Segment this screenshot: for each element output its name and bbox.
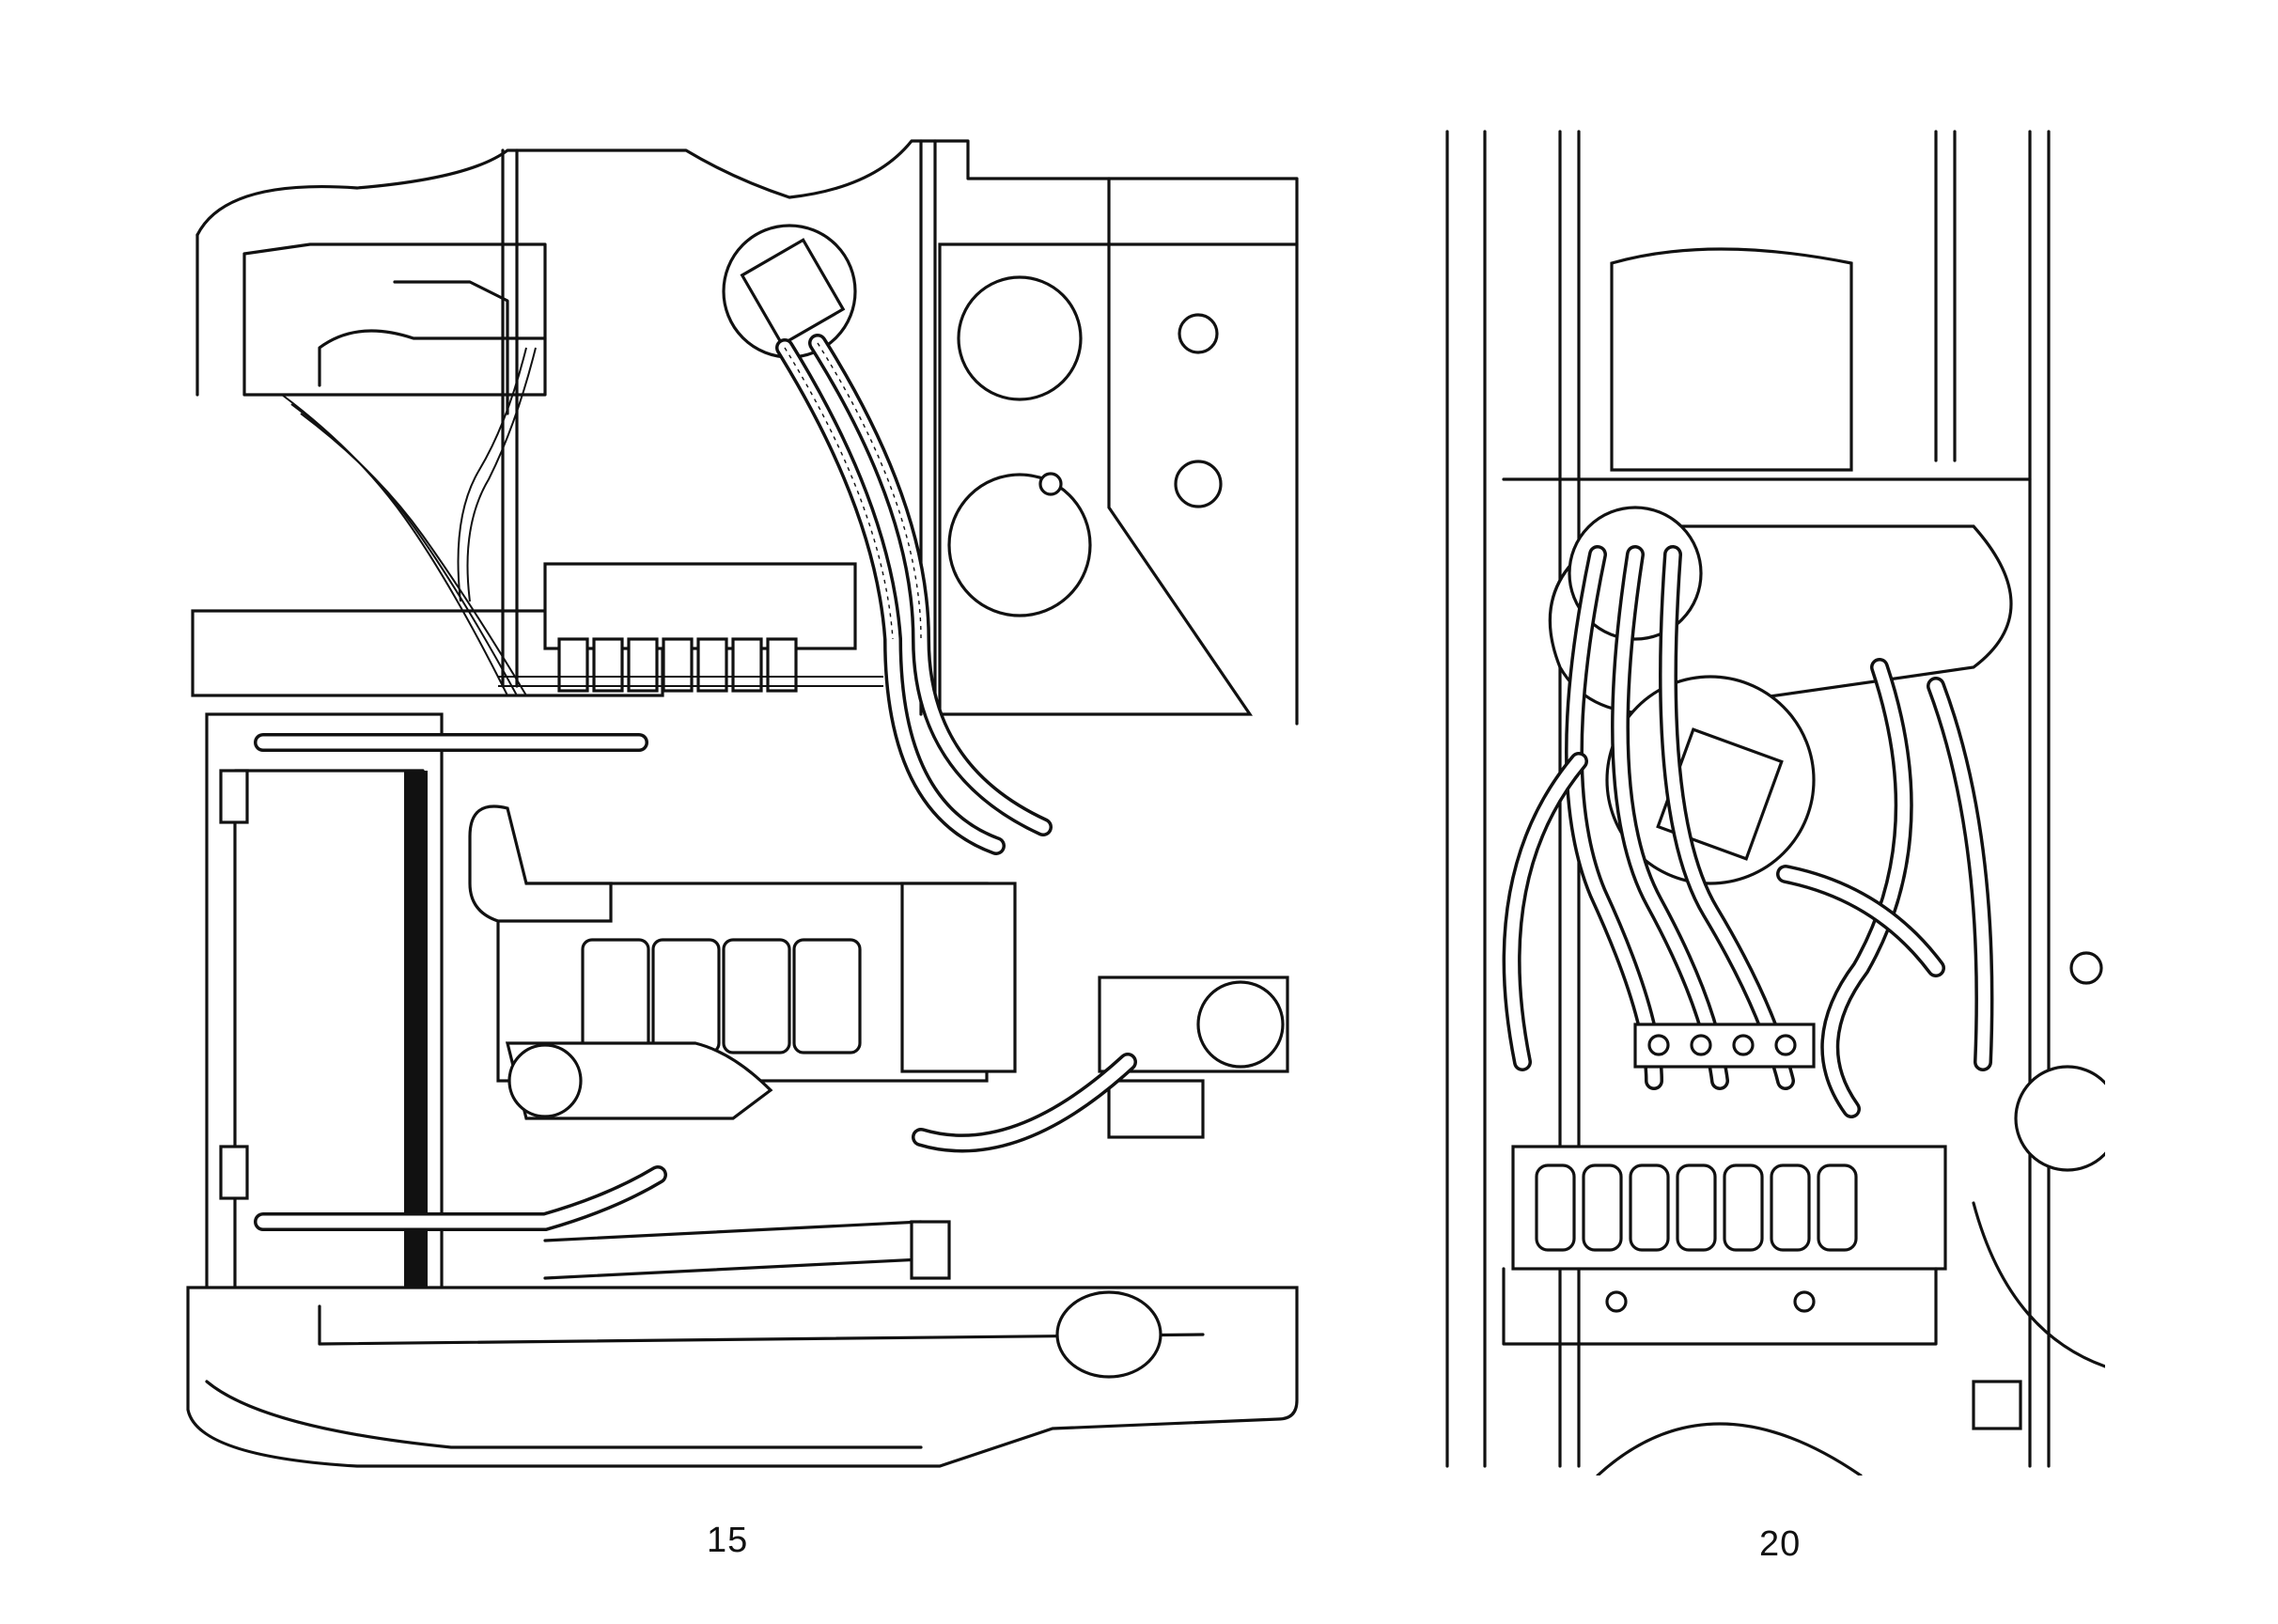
lower-bracket <box>910 1220 951 1280</box>
housing-hole-small-left <box>1038 472 1063 496</box>
alternator <box>507 1043 583 1118</box>
frame-post-left <box>501 148 519 688</box>
wiring-harness <box>281 347 883 696</box>
bottom-right-block <box>1972 1380 2022 1430</box>
cab-inner-panel <box>318 280 547 415</box>
valve-bank-base <box>1502 1267 1938 1346</box>
chassis-bottom-plate <box>186 1286 1299 1468</box>
figure-20-top-view <box>1410 122 2105 1476</box>
radiator-mount-upper <box>219 769 249 824</box>
housing-hole-large-upper <box>957 275 1083 401</box>
pump-flange <box>1196 980 1285 1069</box>
top-view-drawing <box>1445 130 2105 1476</box>
side-hole-large <box>2014 1065 2105 1172</box>
bottom-arch <box>1596 1422 1863 1476</box>
lower-cross-member <box>543 1220 923 1280</box>
top-swivel-fitting <box>740 238 846 347</box>
right-side-housing-top <box>1107 177 1299 246</box>
housing-hole-small-upper <box>1178 313 1219 354</box>
figure-15-engine-side-view <box>169 113 1334 1522</box>
right-cable <box>1972 1201 2105 1368</box>
housing-hole-large-lower <box>947 473 1092 617</box>
chassis-access-hole <box>1055 1290 1162 1379</box>
upper-cab-outline <box>195 139 1299 726</box>
intake-elbow <box>468 804 613 923</box>
side-hole-small <box>2069 951 2103 985</box>
chassis-inner-line <box>205 1304 1205 1449</box>
radiator-mount-lower <box>219 1145 249 1200</box>
engine-side-drawing <box>186 139 1299 1468</box>
figure-number-20: 20 <box>1759 1524 1802 1564</box>
valve-bank-spools <box>1535 1163 1858 1252</box>
valve-block <box>543 562 857 650</box>
pump-valve <box>1107 1079 1205 1139</box>
valve-bank-bolt-right <box>1793 1290 1816 1313</box>
valve-bank-bolt-left <box>1605 1290 1628 1313</box>
figure-number-15: 15 <box>707 1521 749 1560</box>
radiator-fan-shroud <box>404 771 428 1335</box>
fitting-manifold <box>1633 1023 1816 1069</box>
cab-left-wall <box>195 233 547 397</box>
radiator-frame <box>205 712 444 1393</box>
top-bushing <box>1610 247 1853 472</box>
main-hydraulic-hoses <box>775 334 1053 855</box>
valve-block-solenoids <box>557 637 798 693</box>
braided-hoses <box>1502 545 1994 1118</box>
housing-hole-small-middle <box>1174 460 1223 508</box>
pump-housing <box>900 882 1017 1073</box>
engine-cylinder-heads <box>581 938 862 1054</box>
